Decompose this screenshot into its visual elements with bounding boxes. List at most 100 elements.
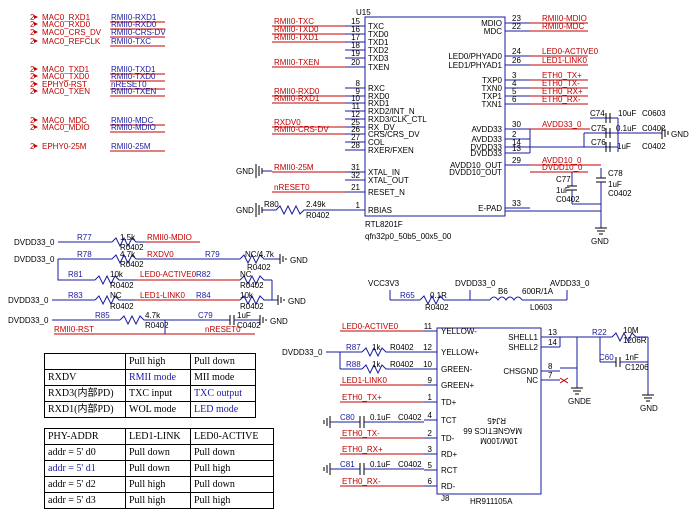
pin-name: CHSGND (503, 367, 538, 376)
net-label: RMII0-MDC (542, 22, 584, 31)
pin-number: 23 (512, 14, 521, 23)
sheet-ref-number: 2 (30, 142, 35, 151)
pin-name: DVDD10_OUT (449, 168, 502, 177)
r78-net: RXDV0 (147, 250, 174, 259)
table-row: RXD3(内部PD) TXC input TXC output (44, 385, 256, 402)
pin-number: 17 (351, 33, 360, 42)
sheet-ref-number: 2 (30, 116, 35, 125)
c60-value: 1nF (625, 353, 639, 362)
pin-name: RXD0 (368, 92, 390, 101)
gnd-xtal-label: GND (236, 167, 254, 176)
r81-net: LED0-ACTIVE0 (140, 270, 197, 279)
pin-number: 26 (351, 125, 360, 134)
pin-number: 1 (428, 393, 433, 402)
r81-value: 10k (110, 270, 124, 279)
pin-number: 7 (548, 371, 553, 380)
table-cell: Pull down (125, 444, 191, 461)
pin-number: 15 (351, 17, 360, 26)
r79-pkg: R0402 (247, 263, 271, 272)
r82-ref: R82 (196, 270, 211, 279)
j8-left-pins: 11YELLOW-LED0-ACTIVE012YELLOW+10GREEN-9G… (340, 322, 479, 491)
mode-table: Pull high Pull down RXDV RMII mode MII m… (44, 353, 256, 418)
c75-value: 0.1uF (616, 124, 637, 133)
table-cell: RMII mode (125, 369, 191, 386)
table-cell: Pull down (190, 476, 274, 493)
c79-net: nRESET0 (205, 325, 241, 334)
j8-right-pin: 7NC (526, 371, 560, 385)
c77-pkg: C0402 (556, 195, 580, 204)
net-label: RMII0-25M (274, 163, 314, 172)
net-label: RMII0-RXD1 (111, 13, 157, 22)
table-cell: Pull down (190, 444, 274, 461)
r85-rail: DVDD33_0 (8, 316, 49, 325)
r79-value: NC/4.7k (245, 250, 275, 259)
table-row: addr = 5' d0 Pull down Pull down (44, 444, 274, 461)
pin-name: TXC (368, 22, 384, 31)
net-label: RMII0-RXD0 (274, 87, 320, 96)
j8-mag-line-3: RJ45 (487, 416, 506, 425)
pin-number: 21 (351, 183, 360, 192)
pin-number: 3 (512, 71, 517, 80)
gnd-epad-label: GND (591, 237, 609, 246)
addr-header-cell: LED0-ACTIVE (190, 428, 274, 445)
net-label: LED0-ACTIVE0 (542, 47, 599, 56)
u15-left-pins: 15TXCRMII0-TXC16TXD0RMII0-TXD017TXD1RMII… (272, 17, 427, 215)
pin-name: TXN1 (482, 100, 503, 109)
net-label: RMII0-RXD1 (274, 94, 320, 103)
pin-name: GREEN- (441, 365, 472, 374)
c76-ref: C76 (591, 138, 606, 147)
power-filter: VCC3V3 R65 0.1R R0402 DVDD33_0 B6 600R/1… (368, 279, 590, 312)
port-name: EPHY0-RST (42, 80, 87, 89)
table-cell: LED mode (190, 401, 256, 418)
j8-ref: J8 (441, 494, 450, 503)
r84-pkg: R0402 (240, 302, 264, 311)
pin-name: XTAL_IN (368, 168, 400, 177)
port-name: MAC0_MDIO (42, 123, 90, 132)
pin-name: AVDD33 (471, 125, 502, 134)
net-label: nRESET0 (274, 183, 310, 192)
r65-ref: R65 (400, 291, 415, 300)
pin-number: 6 (428, 477, 433, 486)
pin-name: COL (368, 138, 385, 147)
c79-value: 1uF (237, 311, 251, 320)
r88-pkg: R0402 (390, 360, 414, 369)
port-name: MAC0_CRS_DV (42, 28, 102, 37)
table-cell: MII mode (190, 369, 256, 386)
net-label: RMII0-TXEN (111, 87, 157, 96)
table-row: RXDV RMII mode MII mode (44, 369, 256, 386)
pin-number: 29 (512, 156, 521, 165)
pin-name: MDIO (481, 19, 502, 28)
pin-name: RD+ (441, 450, 458, 459)
addr-header-cell: LED1-LINK (125, 428, 191, 445)
table-cell: Pull high (125, 492, 191, 509)
port-name: MAC0_TXEN (42, 87, 90, 96)
net-label: LED1-LINK0 (542, 56, 587, 65)
connector-label: 2 MAC0_TXEN RMII0-TXEN (30, 87, 165, 97)
addr-header-cell: PHY-ADDR (44, 428, 126, 445)
pin-name: RX_DV (368, 123, 395, 132)
pin-name: NC (526, 376, 538, 385)
pin-number: 33 (512, 199, 521, 208)
net-label: RMII0-TXD0 (111, 72, 156, 81)
pin-name: TD- (441, 434, 455, 443)
sheet-ref-number: 2 (30, 72, 35, 81)
u15-right-pins: 23MDIORMII0-MDIO22MDCRMII0-MDC24LED0/PHY… (448, 14, 601, 213)
pin-number: 4 (428, 411, 433, 420)
sheet-ref-number: 2 (30, 87, 35, 96)
r83-net: LED1-LINK0 (140, 291, 185, 300)
